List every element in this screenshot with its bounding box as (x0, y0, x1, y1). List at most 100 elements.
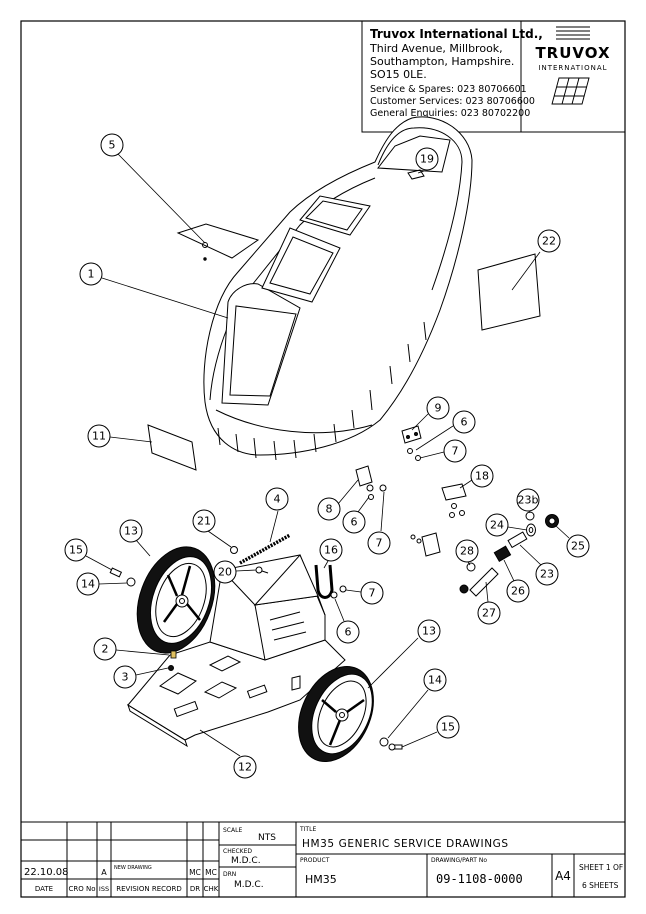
svg-text:28: 28 (460, 545, 474, 558)
svg-text:15: 15 (441, 721, 455, 734)
checked-label: CHECKED (223, 848, 252, 855)
rev-record: NEW DRAWING (114, 865, 152, 871)
callout-19: 19 (415, 147, 439, 174)
part-23b-nut (525, 511, 535, 521)
svg-text:7: 7 (369, 587, 376, 600)
svg-text:19: 19 (420, 153, 434, 166)
svg-text:5: 5 (109, 139, 116, 152)
scale-label: SCALE (223, 827, 242, 834)
svg-text:13: 13 (422, 625, 436, 638)
drn-label: DRN (223, 871, 236, 878)
part-22-panel (477, 253, 541, 331)
callout-2: 2 (93, 637, 170, 661)
callout-20: 20 (213, 560, 257, 584)
svg-text:24: 24 (490, 519, 504, 532)
title-label: TITLE (299, 826, 316, 833)
svg-text:21: 21 (197, 515, 211, 528)
svg-text:16: 16 (324, 544, 338, 557)
svg-text:7: 7 (452, 445, 459, 458)
svg-text:27: 27 (482, 607, 496, 620)
svg-text:14: 14 (81, 578, 95, 591)
product-value: HM35 (305, 873, 337, 886)
svg-text:1: 1 (88, 268, 95, 281)
part-15-bolt-left (109, 567, 123, 578)
sheet-line-2: 6 SHEETS (582, 881, 619, 890)
part-23-fitting (507, 531, 528, 549)
drawing-title: HM35 GENERIC SERVICE DRAWINGS (302, 838, 509, 850)
address-line-1: Third Avenue, Millbrook, (369, 42, 503, 55)
chassis (127, 554, 346, 748)
callout-15a: 15 (64, 538, 113, 571)
callout-8: 8 (317, 479, 359, 521)
part-5-plate (176, 223, 260, 259)
rev-dr: MC (189, 868, 201, 877)
svg-text:20: 20 (218, 566, 232, 579)
rev-chk: MC (205, 868, 217, 877)
callout-21: 21 (192, 509, 232, 548)
svg-text:6: 6 (345, 626, 352, 639)
callout-15b: 15 (401, 715, 460, 748)
part-25-cap (545, 514, 559, 528)
machine-body (203, 116, 473, 461)
product-label: PRODUCT (300, 857, 330, 864)
part-28-nut (459, 562, 476, 594)
hdr-record: REVISION RECORD (116, 885, 182, 893)
svg-text:12: 12 (238, 761, 252, 774)
contact-general: General Enquiries: 023 80702200 (370, 108, 530, 119)
address-line-3: SO15 0LE. (370, 68, 427, 81)
part-16-clip (314, 564, 334, 599)
logo-word: TRUVOX (535, 44, 610, 62)
callout-6c: 6 (334, 598, 360, 644)
part-9-plate (401, 425, 422, 444)
rev-iss: A (101, 868, 107, 877)
svg-text:3: 3 (122, 671, 129, 684)
callout-13b: 13 (367, 619, 441, 689)
contact-service: Service & Spares: 023 80706601 (370, 84, 527, 95)
hdr-chk: CHK (204, 885, 219, 893)
callout-1: 1 (79, 262, 229, 319)
drawing-label: DRAWING/PART No (431, 857, 487, 864)
callout-12: 12 (199, 729, 257, 779)
svg-text:6: 6 (461, 416, 468, 429)
sheet-size: A4 (555, 869, 571, 883)
hdr-dr: DR (190, 885, 200, 893)
svg-text:7: 7 (376, 537, 383, 550)
callout-26: 26 (503, 559, 530, 603)
part-8-bracket (355, 465, 373, 487)
callout-6b: 6 (342, 496, 370, 534)
svg-text:22: 22 (542, 235, 556, 248)
svg-text:11: 11 (92, 430, 106, 443)
wheel-left (136, 546, 216, 654)
company-name: Truvox International Ltd., (370, 27, 543, 41)
hdr-date: DATE (35, 885, 53, 893)
svg-text:4: 4 (274, 493, 281, 506)
part-3-washer (168, 665, 174, 671)
part-2-fitting (170, 650, 177, 659)
scale-value: NTS (258, 833, 276, 843)
svg-text:13: 13 (124, 525, 138, 538)
callout-11: 11 (87, 424, 153, 448)
part-14-washer-right (379, 737, 389, 747)
part-11-label (147, 424, 197, 471)
drawing-number: 09-1108-0000 (436, 872, 523, 886)
part-21-nut (230, 546, 238, 554)
part-15-bolt-right (388, 743, 403, 751)
checked-value: M.D.C. (231, 856, 261, 866)
callout-25: 25 (555, 525, 590, 558)
svg-text:23: 23 (540, 568, 554, 581)
rev-date: 22.10.08 (24, 867, 69, 878)
callout-16: 16 (319, 538, 343, 569)
callout-24: 24 (485, 513, 528, 537)
callout-7a: 7 (419, 439, 467, 463)
svg-text:6: 6 (351, 516, 358, 529)
sheet-line-1: SHEET 1 OF (579, 863, 623, 872)
svg-text:26: 26 (511, 585, 525, 598)
truvox-logo: TRUVOX INTERNATIONAL (535, 26, 610, 105)
svg-text:2: 2 (102, 643, 109, 656)
callout-6a: 6 (415, 410, 476, 451)
callout-22: 22 (511, 229, 561, 291)
svg-text:14: 14 (428, 674, 442, 687)
part-24-washer (526, 523, 536, 537)
callout-7c: 7 (345, 581, 384, 605)
